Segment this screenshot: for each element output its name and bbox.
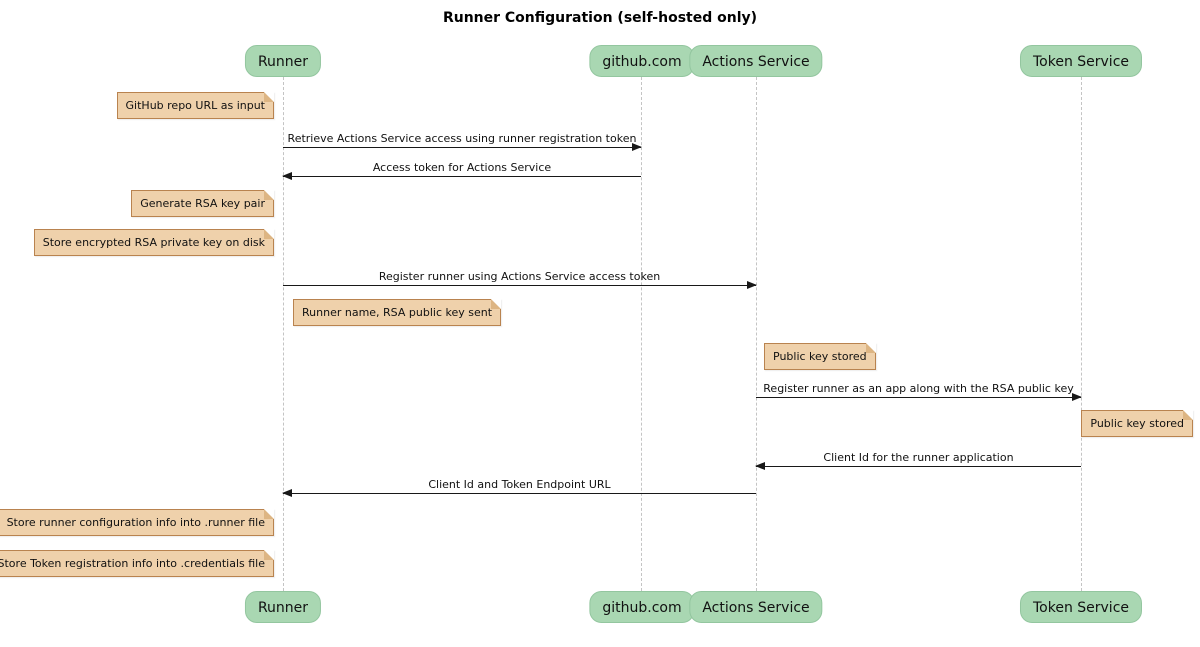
participant-github-top: github.com (589, 45, 695, 77)
lifeline-actions-service (756, 77, 757, 591)
message-label: Register runner as an app along with the… (763, 382, 1074, 395)
message-label: Retrieve Actions Service access using ru… (287, 132, 637, 145)
arrowhead-right-icon (1072, 393, 1082, 401)
message-line (283, 493, 756, 494)
participant-actions-service-bottom: Actions Service (689, 591, 823, 623)
arrowhead-left-icon (282, 172, 292, 180)
participant-runner-bottom: Runner (244, 591, 322, 623)
message-label: Register runner using Actions Service ac… (378, 270, 661, 283)
message-access-token: Access token for Actions Service (282, 161, 641, 180)
message-retrieve-actions-access: Retrieve Actions Service access using ru… (283, 132, 642, 151)
lifeline-token-service (1081, 77, 1082, 591)
message-line (756, 397, 1081, 398)
participant-actions-service-top: Actions Service (689, 45, 823, 77)
message-label: Client Id and Token Endpoint URL (428, 478, 611, 491)
participant-token-service-bottom: Token Service (1019, 591, 1143, 623)
message-line (283, 176, 641, 177)
message-line (756, 466, 1081, 467)
lifeline-github (641, 77, 642, 591)
note-store-runner-file: Store runner configuration info into .ru… (0, 509, 275, 536)
message-line (283, 147, 641, 148)
message-label: Client Id for the runner application (823, 451, 1014, 464)
message-client-id: Client Id for the runner application (755, 451, 1081, 470)
participant-token-service-top: Token Service (1019, 45, 1143, 77)
participant-runner-top: Runner (244, 45, 322, 77)
participant-github-bottom: github.com (589, 591, 695, 623)
message-register-runner: Register runner using Actions Service ac… (283, 270, 757, 289)
note-store-credentials-file: Store Token registration info into .cred… (0, 550, 275, 577)
arrowhead-right-icon (632, 143, 642, 151)
note-runner-name-sent: Runner name, RSA public key sent (293, 299, 502, 326)
arrowhead-left-icon (282, 489, 292, 497)
message-client-id-endpoint: Client Id and Token Endpoint URL (282, 478, 756, 497)
arrowhead-right-icon (747, 281, 757, 289)
lifeline-runner (283, 77, 284, 591)
message-register-app: Register runner as an app along with the… (756, 382, 1082, 401)
note-store-private-key: Store encrypted RSA private key on disk (33, 229, 275, 256)
message-line (283, 285, 756, 286)
note-generate-rsa: Generate RSA key pair (131, 190, 274, 217)
arrowhead-left-icon (755, 462, 765, 470)
note-public-key-stored-actions: Public key stored (764, 343, 876, 370)
diagram-title: Runner Configuration (self-hosted only) (442, 10, 758, 26)
note-public-key-stored-token: Public key stored (1081, 410, 1193, 437)
message-label: Access token for Actions Service (372, 161, 552, 174)
note-github-repo-url: GitHub repo URL as input (116, 92, 275, 119)
